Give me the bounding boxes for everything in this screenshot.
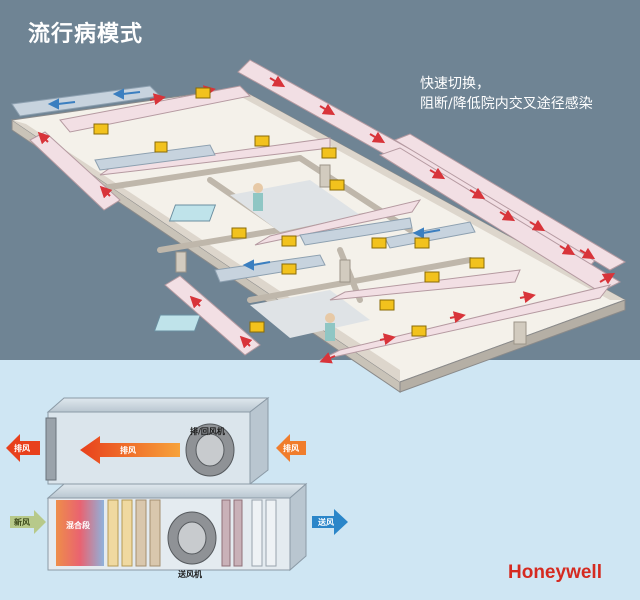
exhaust-out-arrow (6, 434, 40, 462)
honeywell-logo: Honeywell (508, 562, 602, 583)
supply-air-label: 送风 (317, 517, 334, 527)
fresh-air-in-arrow (10, 510, 46, 534)
fresh-air-label: 新风 (14, 517, 30, 527)
ahu-labels: 排/回风机 排风 排风 排风 新风 混合段 送风机 送风 (14, 426, 334, 579)
caption-line-1: 快速切换， (420, 76, 490, 92)
exhaust-flow-arrows (37, 75, 616, 364)
exhaust-arrow-label: 排风 (120, 445, 136, 455)
ahu-flow-arrows (6, 434, 348, 535)
exhaust-in-arrow (276, 434, 306, 462)
supply-flow-arrows (47, 88, 441, 271)
exhaust-fan-label: 排/回风机 (190, 426, 225, 436)
air-handling-unit (45, 396, 308, 572)
mode-caption: 快速切换， 阻断/降低院内交叉途径感染 (420, 74, 593, 114)
exhaust-air-left-label: 排风 (14, 443, 30, 453)
exhaust-air-right-label: 排风 (283, 443, 299, 453)
supply-air-out-arrow (312, 509, 348, 535)
mixing-section-label: 混合段 (66, 520, 90, 530)
supply-fan-label: 送风机 (177, 569, 202, 579)
page-title: 流行病模式 (28, 22, 144, 47)
airflow-control-valves (93, 87, 485, 337)
caption-line-2: 阻断/降低院内交叉途径感染 (420, 96, 593, 112)
